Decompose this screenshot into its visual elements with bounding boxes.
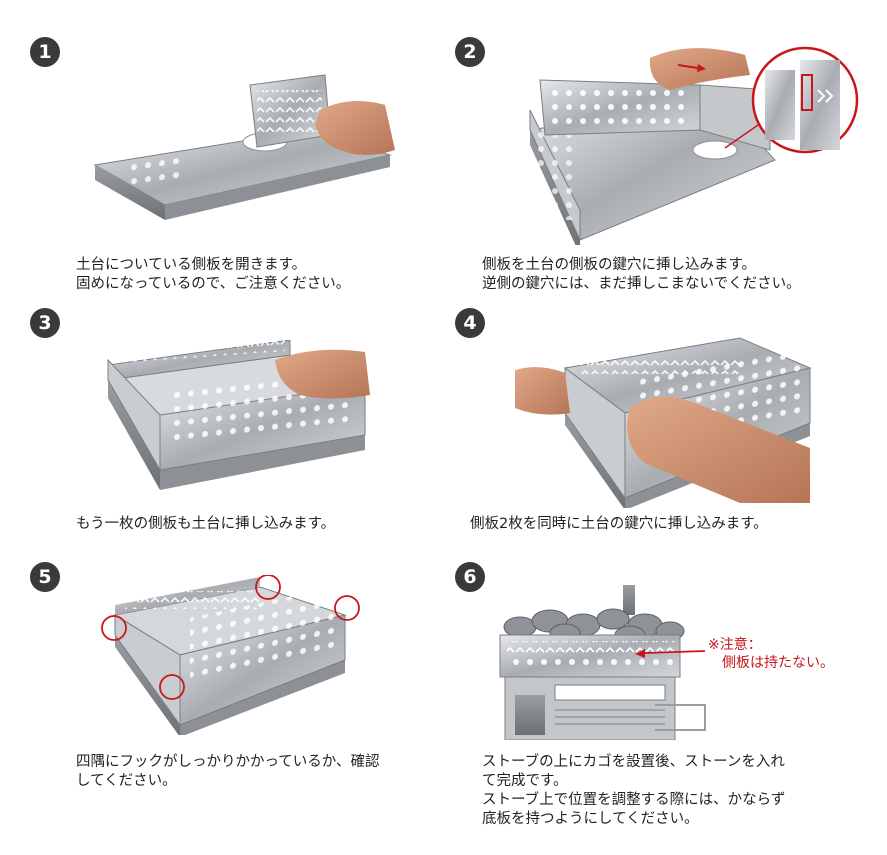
step-number-badge: 1 (30, 37, 60, 67)
step-1-illustration (93, 74, 395, 220)
step-number-badge: 3 (30, 308, 60, 338)
step-6-caption: ストーブの上にカゴを設置後、ストーンを入れ て完成です。 ストーブ上で位置を調整… (482, 754, 786, 827)
step-4-caption: 側板2枚を同時に土台の鍵穴に挿し込みます。 (470, 516, 768, 532)
step-6-illustration (499, 585, 706, 740)
step-5-illustration (101, 575, 360, 735)
step-2-illustration (529, 46, 859, 245)
caution-note: ※注意： 側板は持たない。 (708, 637, 834, 671)
step-number-badge: 5 (30, 562, 60, 592)
step-number-badge: 2 (455, 37, 485, 67)
step-4-illustration (515, 337, 812, 508)
step-1-caption: 土台についている側板を開きます。 固めになっているので、ご注意ください。 (76, 257, 351, 292)
step-3-illustration (107, 340, 370, 490)
step-5-caption: 四隅にフックがしっかりかかっているか、確認 してください。 (76, 754, 380, 789)
step-number-badge: 6 (455, 562, 485, 592)
step-3-caption: もう一枚の側板も土台に挿し込みます。 (76, 516, 336, 532)
step-number-badge: 4 (455, 308, 485, 338)
step-2-caption: 側板を土台の側板の鍵穴に挿し込みます。 逆側の鍵穴には、まだ挿しこまないでくださ… (482, 257, 801, 292)
